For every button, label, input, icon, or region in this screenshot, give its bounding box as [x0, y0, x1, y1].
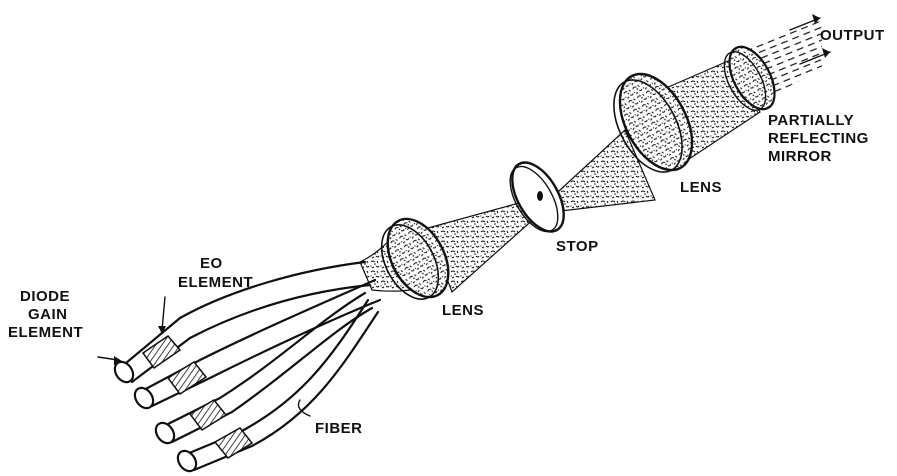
label-eo-line1: EO — [200, 255, 223, 272]
eo-element-3 — [190, 400, 226, 430]
diode-end-2 — [131, 384, 157, 411]
label-lens-left: LENS — [442, 302, 484, 319]
label-diode-line3: ELEMENT — [8, 324, 83, 341]
label-output: OUTPUT — [820, 27, 885, 44]
eo-element-2 — [168, 362, 206, 394]
label-diode-line1: DIODE — [20, 288, 70, 305]
label-mirror-line3: MIRROR — [768, 148, 832, 165]
label-mirror-line2: REFLECTING — [768, 130, 869, 147]
label-mirror-line1: PARTIALLY — [768, 112, 854, 129]
label-eo-line2: ELEMENT — [178, 274, 253, 291]
label-fiber: FIBER — [315, 420, 363, 437]
label-lens-right: LENS — [680, 179, 722, 196]
diode-end-4 — [174, 447, 200, 474]
label-stop: STOP — [556, 238, 599, 255]
output-arrow-bottom — [822, 48, 830, 58]
label-diode-line2: GAIN — [28, 306, 68, 323]
fiber-bundle — [111, 262, 380, 475]
eo-element-4 — [215, 428, 252, 458]
diode-end-3 — [152, 419, 178, 446]
eo-element-1 — [143, 336, 180, 368]
